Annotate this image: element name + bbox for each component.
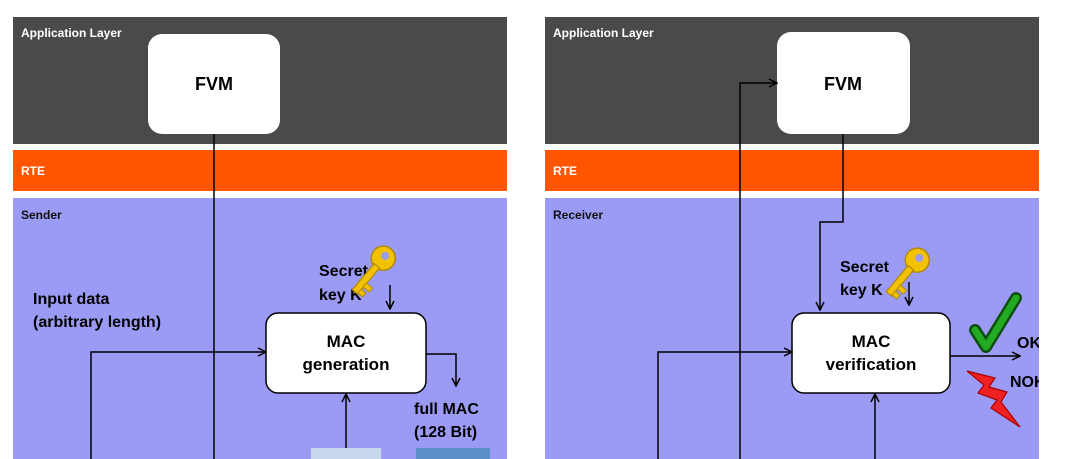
fvm-label: FVM xyxy=(195,74,233,94)
rte-layer: RTE xyxy=(13,150,507,191)
application-layer-label: Application Layer xyxy=(553,26,654,40)
mac-block xyxy=(416,448,490,459)
receiver-label: Receiver xyxy=(553,208,604,222)
key-icon xyxy=(885,247,931,300)
application-layer-label: Application Layer xyxy=(21,26,122,40)
mac-label: MAC xyxy=(852,332,891,351)
sender-label: Sender xyxy=(21,208,62,222)
mac-output-arrow xyxy=(426,353,456,386)
full-mac-size-label: (128 Bit) xyxy=(414,424,477,441)
mac-verification-label: verification xyxy=(826,355,917,374)
fvm-to-mac-arrow xyxy=(820,134,844,310)
rte-label: RTE xyxy=(21,164,45,178)
fvm-box xyxy=(148,34,280,134)
secret-key-k-label: key K xyxy=(840,282,883,299)
secret-key-label: Secret xyxy=(840,259,890,276)
input-data-length-label: (arbitrary length) xyxy=(33,314,161,331)
rte-label: RTE xyxy=(553,164,577,178)
input-block xyxy=(311,448,381,459)
input-data-arrow xyxy=(90,352,266,459)
nok-label: NOK xyxy=(1010,374,1039,391)
mac-verification-box xyxy=(791,312,951,394)
secret-key-k-label: key K xyxy=(319,287,362,304)
full-mac-label: full MAC xyxy=(414,401,479,418)
received-data-to-fvm-arrow xyxy=(739,83,777,459)
receiver-diagram: FVM Secret key K MAC verification O xyxy=(657,32,1039,459)
mac-generation-label: generation xyxy=(303,355,390,374)
sender-diagram: FVM Input data (arbitrary length) Secret… xyxy=(33,34,490,459)
fvm-box xyxy=(777,32,910,134)
receiver-panel: Application Layer RTE Receiver FVM Secre… xyxy=(545,17,1039,459)
mac-label: MAC xyxy=(327,332,366,351)
mac-generation-box xyxy=(265,312,427,394)
key-icon xyxy=(351,245,397,298)
ok-label: OK xyxy=(1017,335,1039,352)
fvm-label: FVM xyxy=(824,74,862,94)
received-data-arrow xyxy=(657,352,792,459)
secret-key-label: Secret xyxy=(319,263,369,280)
rte-layer: RTE xyxy=(545,150,1039,191)
lightning-icon xyxy=(966,370,1021,428)
sender-panel: Application Layer RTE Sender FVM Input d… xyxy=(13,17,507,459)
input-data-label: Input data xyxy=(33,291,110,308)
